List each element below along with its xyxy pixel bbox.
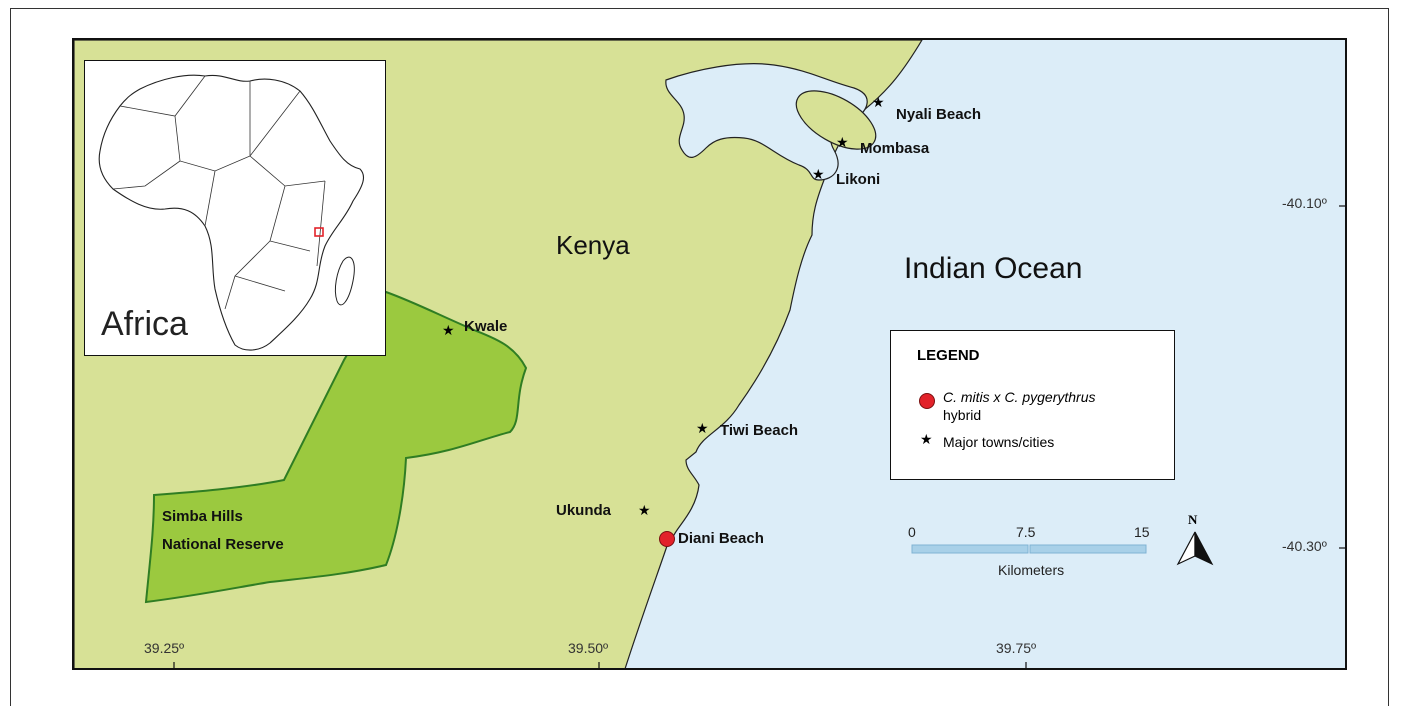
legend-hybrid-label: C. mitis x C. pygerythrus — [943, 389, 1096, 405]
scale-tick-7-5: 7.5 — [1016, 524, 1036, 540]
north-arrow-icon — [1176, 531, 1214, 566]
star-icon-likoni: ★ — [812, 166, 825, 182]
legend-star-icon: ★ — [920, 431, 933, 447]
star-icon-mombasa: ★ — [836, 134, 849, 150]
star-icon-nyali-beach: ★ — [872, 94, 885, 110]
scale-tick-15: 15 — [1134, 524, 1150, 540]
reserve-label-line1: Simba Hills — [162, 508, 243, 525]
star-icon-ukunda: ★ — [638, 502, 651, 518]
page-frame — [10, 8, 1389, 706]
map-canvas: Africa Kenya Indian Ocean Simba Hills Na… — [72, 38, 1347, 670]
inset-label-africa: Africa — [101, 305, 188, 343]
scale-tick-0: 0 — [908, 524, 916, 540]
scale-unit-label: Kilometers — [998, 562, 1065, 578]
legend-towns-label: Major towns/cities — [943, 434, 1055, 450]
africa-inset-map: Africa — [84, 60, 386, 356]
africa-outline-svg — [98, 74, 365, 351]
lat-label-2: -40.30º — [1282, 538, 1327, 554]
lon-label-2: 39.50º — [568, 640, 609, 656]
legend-title: LEGEND — [917, 347, 980, 364]
star-icon-tiwi-beach: ★ — [696, 420, 709, 436]
scale-bar-segment-2 — [1029, 544, 1147, 554]
legend-box: LEGEND C. mitis x C. pygerythrus hybrid … — [890, 330, 1175, 480]
lon-label-3: 39.75º — [996, 640, 1037, 656]
reserve-label-line2: National Reserve — [162, 536, 284, 553]
town-label-nyali-beach: Nyali Beach — [896, 106, 982, 123]
scale-bar-segment-1 — [911, 544, 1029, 554]
simba-hills-reserve — [144, 290, 528, 604]
mombasa-island — [795, 90, 877, 150]
town-label-mombasa: Mombasa — [860, 140, 930, 157]
town-label-kwale: Kwale — [464, 318, 508, 335]
lat-label-1: -40.10º — [1282, 195, 1327, 211]
town-label-ukunda: Ukunda — [556, 502, 612, 519]
study-area-box — [314, 227, 324, 237]
ocean-label-indian-ocean: Indian Ocean — [904, 252, 1083, 285]
town-label-tiwi-beach: Tiwi Beach — [720, 422, 799, 439]
lon-label-1: 39.25º — [144, 640, 185, 656]
hybrid-site-marker — [659, 531, 675, 547]
madagascar-shape — [334, 256, 355, 306]
north-arrow-label: N — [1188, 512, 1198, 527]
hybrid-site-label-diani-beach: Diani Beach — [678, 530, 764, 547]
town-label-likoni: Likoni — [836, 171, 881, 188]
legend-hybrid-dot-icon — [919, 393, 935, 409]
country-label-kenya: Kenya — [556, 230, 630, 260]
star-icon-kwale: ★ — [442, 322, 455, 338]
legend-hybrid-suffix: hybrid — [943, 407, 982, 423]
